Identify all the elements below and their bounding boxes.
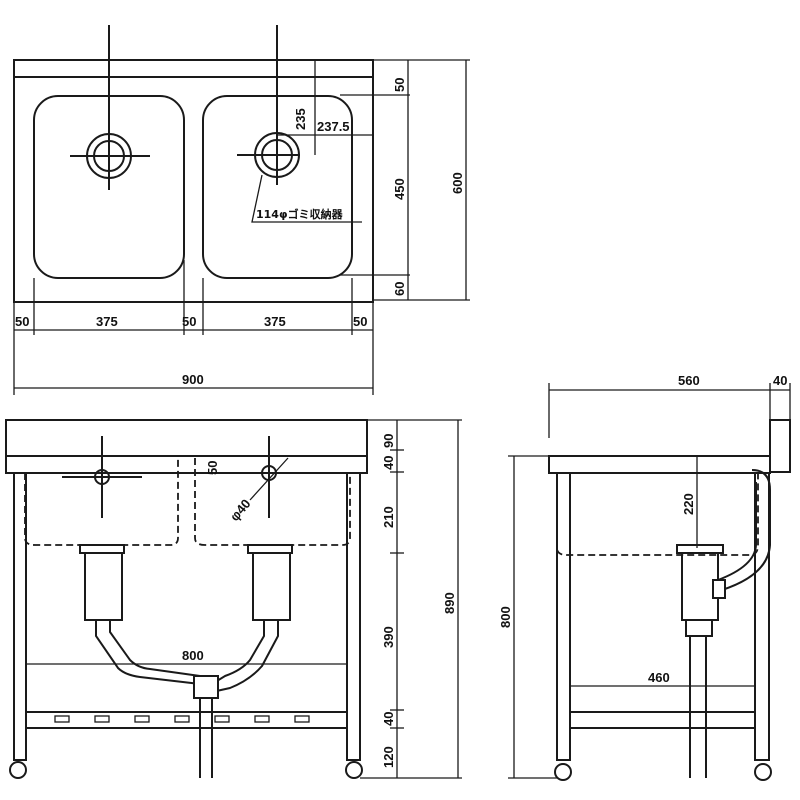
dim-120: 120 [381, 746, 396, 768]
front-backsplash [5, 419, 368, 457]
side-undershelf [569, 711, 756, 729]
dim-800-height: 800 [498, 606, 513, 628]
side-backsplash [769, 419, 791, 473]
overflow-joint [712, 579, 726, 599]
right-drain-trap [252, 552, 291, 621]
caster-icon [754, 763, 772, 781]
dim-900: 900 [182, 372, 204, 387]
top-outline [13, 59, 374, 303]
dim-450: 450 [392, 178, 407, 200]
dim-40-shelf: 40 [381, 712, 396, 726]
dim-divider: 50 [182, 314, 196, 329]
caster-icon [554, 763, 572, 781]
dim-bowl-left: 375 [96, 314, 118, 329]
dim-phi40: φ40 [227, 496, 254, 524]
dim-890: 890 [442, 592, 457, 614]
left-leg [13, 472, 27, 761]
dim-800-span: 800 [182, 648, 204, 663]
dim-600: 600 [450, 172, 465, 194]
side-back-leg [754, 472, 770, 761]
dim-50: 50 [392, 78, 407, 92]
dim-460: 460 [648, 670, 670, 685]
dim-560: 560 [678, 373, 700, 388]
side-rim [548, 455, 771, 474]
dim-220: 220 [681, 493, 696, 515]
front-view: 50 φ40 800 90 40 [5, 419, 462, 779]
front-rim [5, 455, 368, 474]
caster-icon [345, 761, 363, 779]
dim-side-left: 50 [15, 314, 29, 329]
dim-210: 210 [381, 506, 396, 528]
caster-icon [9, 761, 27, 779]
right-leg [346, 472, 361, 761]
dim-237-5: 237.5 [317, 119, 350, 134]
side-front-leg [556, 472, 571, 761]
top-view: 235 237.5 50 450 60 600 114φゴミ収納器 50 375… [13, 25, 470, 395]
dim-50-front: 50 [205, 461, 220, 475]
drain-note: 114φゴミ収納器 [256, 207, 344, 221]
undershelf [25, 711, 348, 729]
dim-bowl-right: 375 [264, 314, 286, 329]
dim-390: 390 [381, 626, 396, 648]
dim-40-side: 40 [773, 373, 787, 388]
left-drain-trap [84, 552, 123, 621]
dim-235: 235 [293, 108, 308, 130]
y-joint [193, 675, 219, 699]
dim-side-right: 50 [353, 314, 367, 329]
side-view: 560 40 220 460 800 [498, 373, 791, 781]
dim-60: 60 [392, 282, 407, 296]
dim-90: 90 [381, 434, 396, 448]
dim-40-top: 40 [381, 456, 396, 470]
